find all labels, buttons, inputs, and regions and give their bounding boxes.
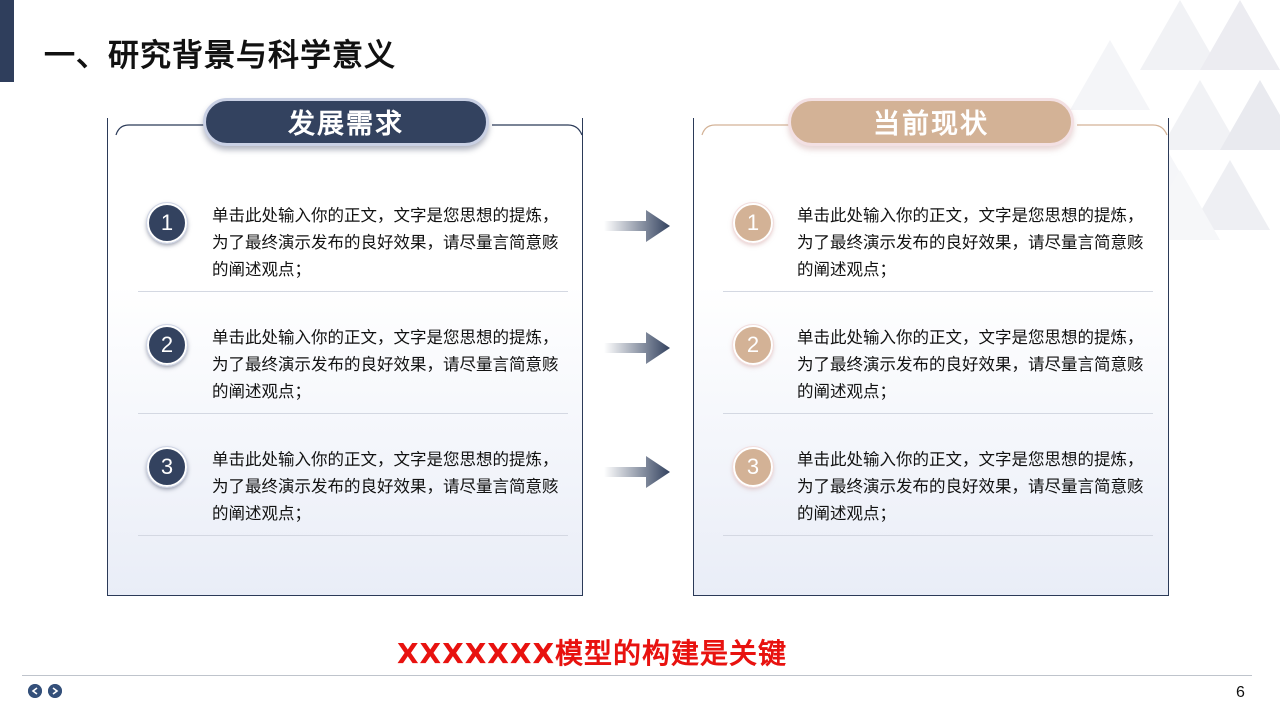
number-badge: 2	[146, 324, 188, 366]
right-panel-corner-line-right	[1077, 124, 1168, 136]
number-badge: 1	[146, 202, 188, 244]
number-badge: 2	[732, 324, 774, 366]
number-badge: 1	[732, 202, 774, 244]
arrow-right-icon	[604, 456, 670, 488]
right-panel-corner-line	[701, 124, 793, 136]
divider	[138, 291, 568, 292]
footer-divider	[22, 675, 1252, 676]
conclusion-text[interactable]: XXXXXXX模型的构建是关键	[396, 637, 788, 670]
item-text[interactable]: 单击此处输入你的正文，文字是您思想的提炼，为了最终演示发布的良好效果，请尽量言简…	[797, 328, 1144, 401]
left-panel-corner-line-right	[492, 124, 583, 136]
item-text[interactable]: 单击此处输入你的正文，文字是您思想的提炼，为了最终演示发布的良好效果，请尽量言简…	[797, 450, 1144, 523]
item-text[interactable]: 单击此处输入你的正文，文字是您思想的提炼，为了最终演示发布的良好效果，请尽量言简…	[212, 206, 559, 279]
arrow-right-icon	[604, 210, 670, 242]
left-panel-corner-line	[115, 124, 207, 136]
title-accent-bar	[0, 0, 14, 82]
item-text[interactable]: 单击此处输入你的正文，文字是您思想的提炼，为了最终演示发布的良好效果，请尽量言简…	[212, 450, 559, 523]
divider	[723, 535, 1153, 536]
divider	[138, 535, 568, 536]
current-status-panel	[693, 118, 1169, 596]
arrow-left-circle-icon[interactable]	[28, 684, 42, 698]
arrow-right-circle-icon[interactable]	[48, 684, 62, 698]
current-status-header: 当前现状	[788, 98, 1074, 146]
development-needs-header: 发展需求	[203, 98, 489, 146]
item-text[interactable]: 单击此处输入你的正文，文字是您思想的提炼，为了最终演示发布的良好效果，请尽量言简…	[797, 206, 1144, 279]
item-text[interactable]: 单击此处输入你的正文，文字是您思想的提炼，为了最终演示发布的良好效果，请尽量言简…	[212, 328, 559, 401]
arrow-right-icon	[604, 332, 670, 364]
number-badge: 3	[146, 446, 188, 488]
divider	[723, 413, 1153, 414]
divider	[723, 291, 1153, 292]
number-badge: 3	[732, 446, 774, 488]
divider	[138, 413, 568, 414]
page-number: 6	[1236, 684, 1245, 701]
development-needs-panel	[107, 118, 583, 596]
page-title: 一、研究背景与科学意义	[44, 38, 396, 74]
